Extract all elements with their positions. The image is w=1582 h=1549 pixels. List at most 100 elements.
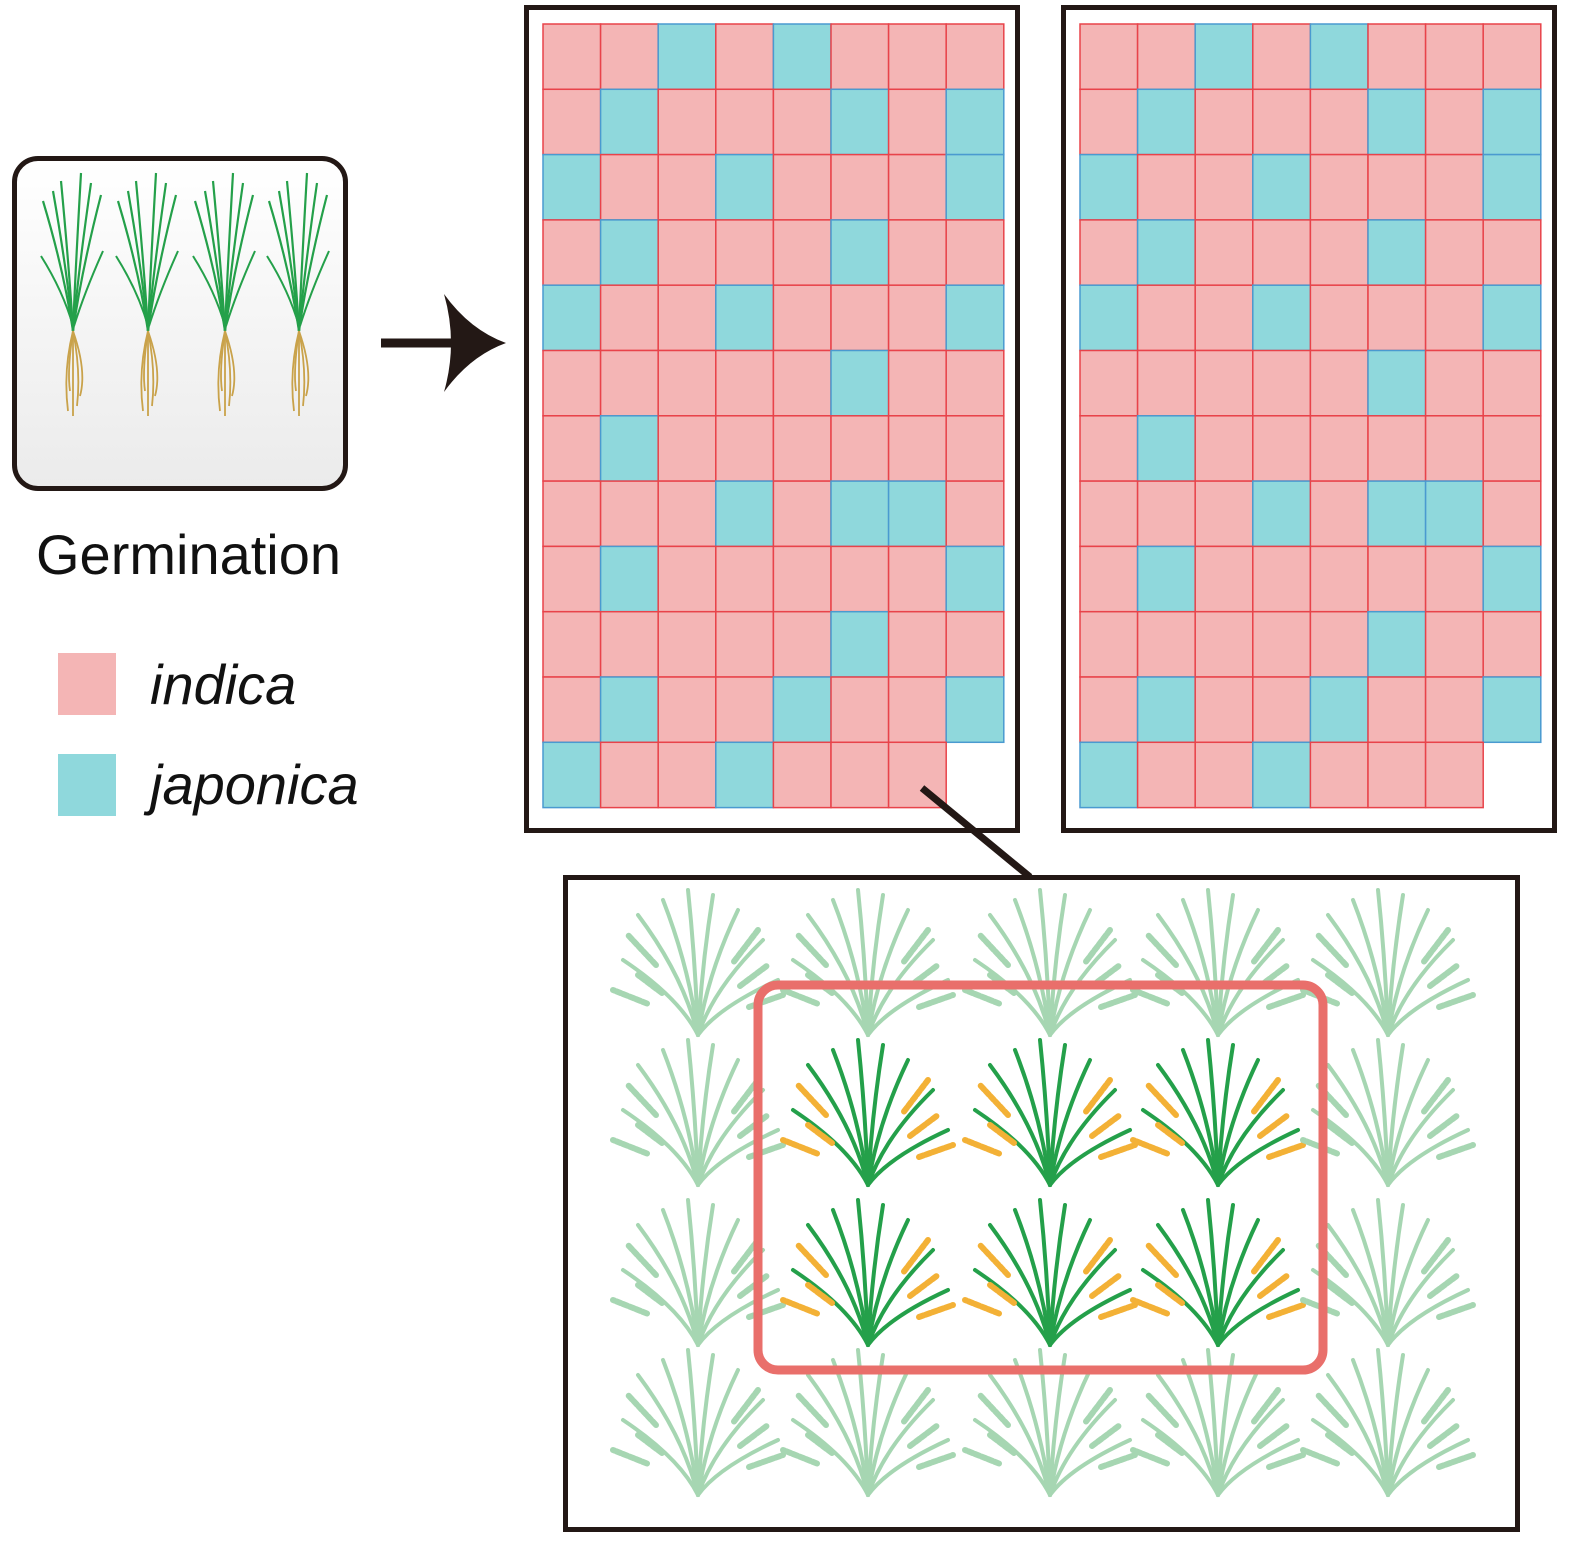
japonica-cell — [945, 153, 1005, 221]
plot-a-grid — [542, 23, 1005, 809]
field-detail-plants — [610, 888, 1476, 1497]
indica-cell — [772, 284, 832, 352]
rice-plant — [610, 1038, 786, 1187]
rice-plant-highlight — [1130, 1198, 1306, 1347]
germination-label: Germination — [36, 523, 342, 586]
legend-label-indica: indica — [150, 653, 297, 716]
rice-plant — [1300, 1348, 1476, 1497]
indica-cell — [1252, 676, 1312, 744]
indica-cell — [887, 610, 947, 678]
indica-cell — [1194, 480, 1254, 548]
indica-cell — [830, 153, 890, 221]
indica-cell — [1424, 284, 1484, 352]
indica-cell — [1309, 610, 1369, 678]
indica-cell — [1194, 153, 1254, 221]
japonica-cell — [1482, 676, 1542, 744]
rice-plant — [610, 1348, 786, 1497]
indica-cell — [1309, 88, 1369, 156]
japonica-cell — [542, 741, 602, 809]
indica-cell — [1079, 480, 1139, 548]
indica-cell — [1252, 88, 1312, 156]
indica-cell — [599, 153, 659, 221]
indica-cell — [1424, 741, 1484, 809]
legend-swatch-japonica — [58, 754, 116, 816]
indica-cell — [1136, 741, 1196, 809]
indica-cell — [772, 349, 832, 417]
japonica-cell — [1367, 610, 1427, 678]
indica-cell — [1424, 415, 1484, 482]
indica-cell — [715, 23, 775, 91]
plot-b-frame — [1061, 5, 1557, 833]
indica-cell — [1194, 610, 1254, 678]
indica-cell — [1252, 545, 1312, 613]
rice-plant-highlight — [780, 1198, 956, 1347]
germination-box — [12, 156, 348, 491]
indica-cell — [1367, 153, 1427, 221]
japonica-cell — [830, 88, 890, 156]
indica-cell — [887, 153, 947, 221]
seedling-icon — [40, 172, 104, 416]
seedling-icon — [266, 172, 330, 416]
indica-cell — [1482, 219, 1542, 286]
japonica-cell — [1482, 545, 1542, 613]
rice-plant-highlight — [962, 1038, 1138, 1187]
indica-cell — [1136, 153, 1196, 221]
indica-cell — [1194, 284, 1254, 352]
indica-cell — [772, 415, 832, 482]
japonica-cell — [1136, 415, 1196, 482]
plot-a-frame — [524, 5, 1020, 833]
indica-cell — [1309, 741, 1369, 809]
indica-cell — [1194, 545, 1254, 613]
japonica-cell — [1482, 88, 1542, 156]
japonica-cell — [1367, 480, 1427, 548]
legend-swatch-indica — [58, 653, 116, 715]
indica-cell — [830, 23, 890, 91]
indica-cell — [887, 741, 947, 809]
japonica-cell — [599, 545, 659, 613]
indica-cell — [599, 284, 659, 352]
japonica-cell — [715, 284, 775, 352]
japonica-cell — [1309, 676, 1369, 744]
indica-cell — [772, 610, 832, 678]
indica-cell — [599, 610, 659, 678]
japonica-cell — [1136, 88, 1196, 156]
japonica-cell — [715, 480, 775, 548]
japonica-cell — [1367, 349, 1427, 417]
indica-cell — [542, 219, 602, 286]
indica-cell — [1079, 676, 1139, 744]
indica-cell — [1309, 153, 1369, 221]
indica-cell — [1367, 284, 1427, 352]
plot-b-grid — [1079, 23, 1542, 809]
indica-cell — [542, 610, 602, 678]
indica-cell — [1482, 23, 1542, 91]
indica-cell — [715, 415, 775, 482]
indica-cell — [887, 415, 947, 482]
japonica-cell — [1482, 284, 1542, 352]
indica-cell — [945, 23, 1005, 91]
rice-plant-highlight — [780, 1038, 956, 1187]
indica-cell — [542, 545, 602, 613]
indica-cell — [1194, 415, 1254, 482]
japonica-cell — [1079, 284, 1139, 352]
japonica-cell — [1424, 480, 1484, 548]
indica-cell — [715, 349, 775, 417]
indica-cell — [1424, 610, 1484, 678]
indica-cell — [772, 741, 832, 809]
indica-cell — [1079, 415, 1139, 482]
rice-plant-highlight — [1130, 1038, 1306, 1187]
indica-cell — [1309, 284, 1369, 352]
indica-cell — [1194, 349, 1254, 417]
japonica-cell — [830, 610, 890, 678]
indica-cell — [1079, 88, 1139, 156]
japonica-cell — [830, 480, 890, 548]
seedlings-illustration — [40, 172, 330, 416]
japonica-cell — [599, 415, 659, 482]
indica-cell — [1136, 480, 1196, 548]
indica-cell — [1482, 349, 1542, 417]
indica-cell — [715, 610, 775, 678]
japonica-cell — [830, 219, 890, 286]
japonica-cell — [599, 88, 659, 156]
indica-cell — [1079, 610, 1139, 678]
japonica-cell — [1136, 545, 1196, 613]
japonica-cell — [715, 153, 775, 221]
